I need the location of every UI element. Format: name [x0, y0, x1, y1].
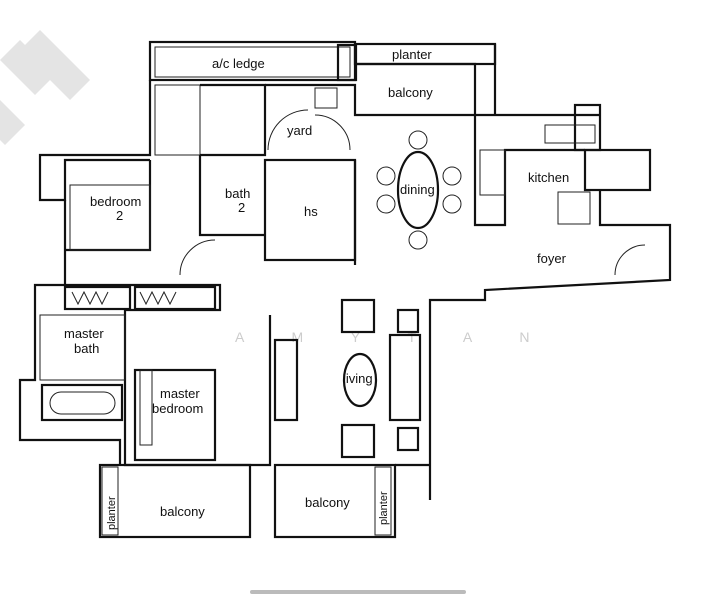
watermark-text: A M Y T A N [235, 329, 551, 345]
label-planter-right: planter [378, 491, 390, 525]
label-master-bath-2: bath [74, 341, 99, 356]
label-balcony-left: balcony [160, 504, 205, 519]
label-balcony-top: balcony [388, 85, 433, 100]
label-bedroom2-num: 2 [116, 208, 123, 223]
label-ac-ledge: a/c ledge [212, 56, 265, 71]
label-kitchen: kitchen [528, 170, 569, 185]
label-living: living [343, 371, 373, 386]
room-labels: a/c ledge planter balcony yard dining ki… [64, 47, 569, 530]
label-bedroom2: bedroom [90, 194, 141, 209]
label-planter-left: planter [106, 496, 118, 530]
walls [18, 40, 672, 539]
label-dining: dining [400, 182, 435, 197]
home-indicator[interactable] [250, 590, 466, 594]
label-hs: hs [304, 204, 318, 219]
watermark-logo [0, 30, 90, 145]
label-balcony-right: balcony [305, 495, 350, 510]
label-bath2-num: 2 [238, 200, 245, 215]
label-master-bedroom: master [160, 386, 200, 401]
label-yard: yard [287, 123, 312, 138]
label-master-bath: master [64, 326, 104, 341]
label-bath2: bath [225, 186, 250, 201]
label-foyer: foyer [537, 251, 567, 266]
label-planter-top: planter [392, 47, 432, 62]
label-master-bedroom-2: bedroom [152, 401, 203, 416]
